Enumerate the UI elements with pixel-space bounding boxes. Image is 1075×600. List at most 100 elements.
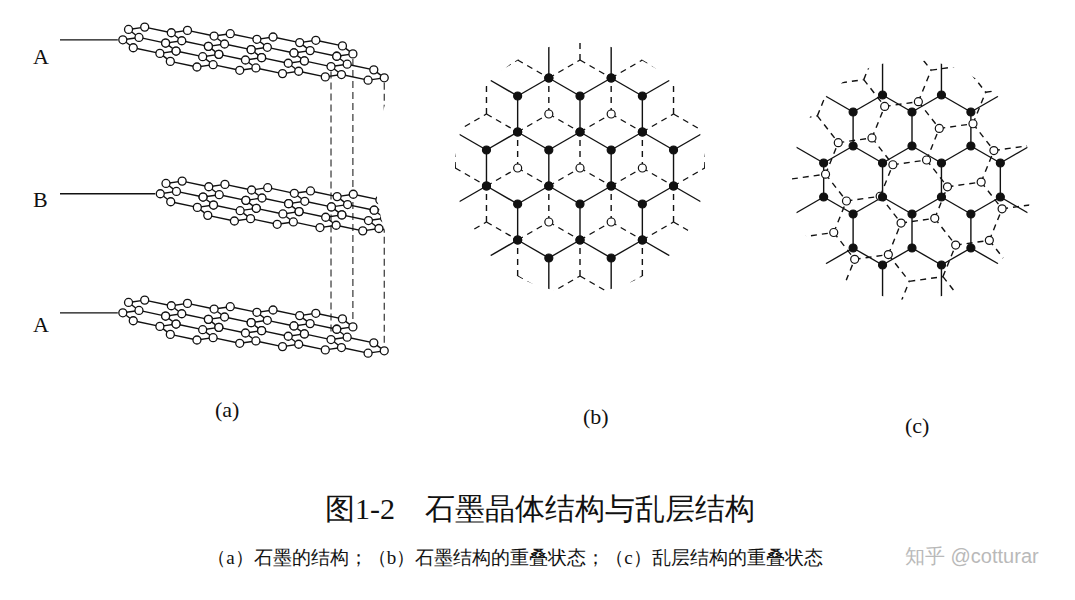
carbon-atom [370, 339, 378, 347]
carbon-atom [349, 190, 357, 198]
carbon-atom [514, 92, 522, 100]
carbon-atom [849, 210, 857, 218]
carbon-atom [236, 339, 244, 347]
carbon-atom [247, 215, 255, 223]
carbon-atom [969, 120, 977, 128]
cc-bond [973, 124, 994, 151]
cc-bond [883, 197, 912, 214]
carbon-atom [215, 50, 223, 58]
carbon-atom [162, 39, 170, 47]
carbon-atom [129, 317, 137, 325]
carbon-atom [226, 30, 234, 38]
cc-bond [941, 248, 970, 265]
cc-bond [912, 248, 941, 265]
cc-bond [455, 168, 486, 186]
carbon-atom [199, 326, 207, 334]
carbon-atom [247, 46, 255, 54]
carbon-atom [820, 159, 828, 167]
cc-bond [518, 114, 549, 132]
cc-bond [941, 265, 942, 299]
cc-bond [486, 222, 517, 240]
cc-bond [548, 78, 549, 114]
carbon-atom [967, 244, 975, 252]
cc-bond [455, 132, 486, 150]
carbon-atom [242, 196, 250, 204]
cc-bond [642, 114, 673, 132]
carbon-atom [333, 193, 341, 201]
carbon-atom [300, 330, 308, 338]
cc-bond [971, 197, 1000, 214]
carbon-atom [638, 128, 646, 136]
cc-bond [518, 132, 549, 150]
carbon-atom [178, 310, 186, 318]
carbon-atom [204, 315, 212, 323]
carbon-atom [295, 340, 303, 348]
carbon-atom [241, 56, 249, 64]
carbon-atom [183, 26, 191, 34]
cc-bond [817, 116, 838, 143]
carbon-atom [830, 229, 838, 237]
cc-bond [824, 248, 853, 265]
carbon-atom [380, 74, 388, 82]
cc-bond [642, 240, 643, 276]
cc-bond [579, 132, 580, 168]
carbon-atom [977, 178, 985, 186]
graphite-layers [60, 23, 426, 357]
carbon-atom [296, 39, 304, 47]
cc-bond [548, 258, 549, 294]
carbon-atom [263, 43, 271, 51]
carbon-atom [241, 329, 249, 337]
carbon-atom [321, 73, 329, 81]
cc-bond [882, 61, 883, 95]
carbon-atom [337, 344, 345, 352]
cc-bond [794, 197, 823, 214]
cc-bond [674, 168, 705, 186]
carbon-atom [514, 164, 522, 172]
carbon-atom [295, 67, 303, 75]
cc-bond [611, 78, 642, 96]
cc-bond [824, 95, 853, 112]
carbon-atom [295, 208, 303, 216]
cc-bond [941, 95, 970, 112]
cc-bond [611, 168, 642, 186]
layer-label: B [33, 188, 48, 212]
carbon-atom [607, 218, 615, 226]
carbon-atom [576, 92, 584, 100]
carbon-atom [204, 315, 212, 323]
carbon-atom [221, 40, 229, 48]
carbon-atom [545, 146, 553, 154]
carbon-atom [279, 343, 287, 351]
carbon-atom [252, 204, 260, 212]
cc-bond [911, 214, 912, 248]
carbon-atom [576, 236, 584, 244]
cc-bond [517, 132, 518, 168]
carbon-atom [943, 183, 951, 191]
carbon-atom [135, 306, 143, 314]
cc-bond [580, 132, 611, 150]
carbon-atom [221, 180, 229, 188]
carbon-atom [380, 347, 388, 355]
cc-bond [579, 96, 580, 132]
cc-bond [893, 160, 927, 165]
cc-bond [579, 204, 580, 240]
carbon-atom [545, 182, 553, 190]
cc-bond [486, 78, 517, 96]
cc-bond [824, 146, 853, 163]
carbon-atom [908, 108, 916, 116]
cc-bond [826, 174, 847, 201]
cc-bond [549, 222, 580, 240]
carbon-atom [204, 42, 212, 50]
carbon-atom [576, 128, 584, 136]
carbon-atom [337, 71, 345, 79]
carbon-atom [284, 332, 292, 340]
carbon-atom [258, 327, 266, 335]
carbon-atom [306, 187, 314, 195]
cc-bond [611, 186, 642, 204]
carbon-atom [209, 334, 217, 342]
cc-bond [971, 146, 1000, 163]
watermark: 知乎 @cotturar [905, 545, 1039, 567]
cc-bond [580, 60, 611, 78]
carbon-atom [375, 225, 383, 233]
carbon-atom [247, 319, 255, 327]
carbon-atom [908, 244, 916, 252]
